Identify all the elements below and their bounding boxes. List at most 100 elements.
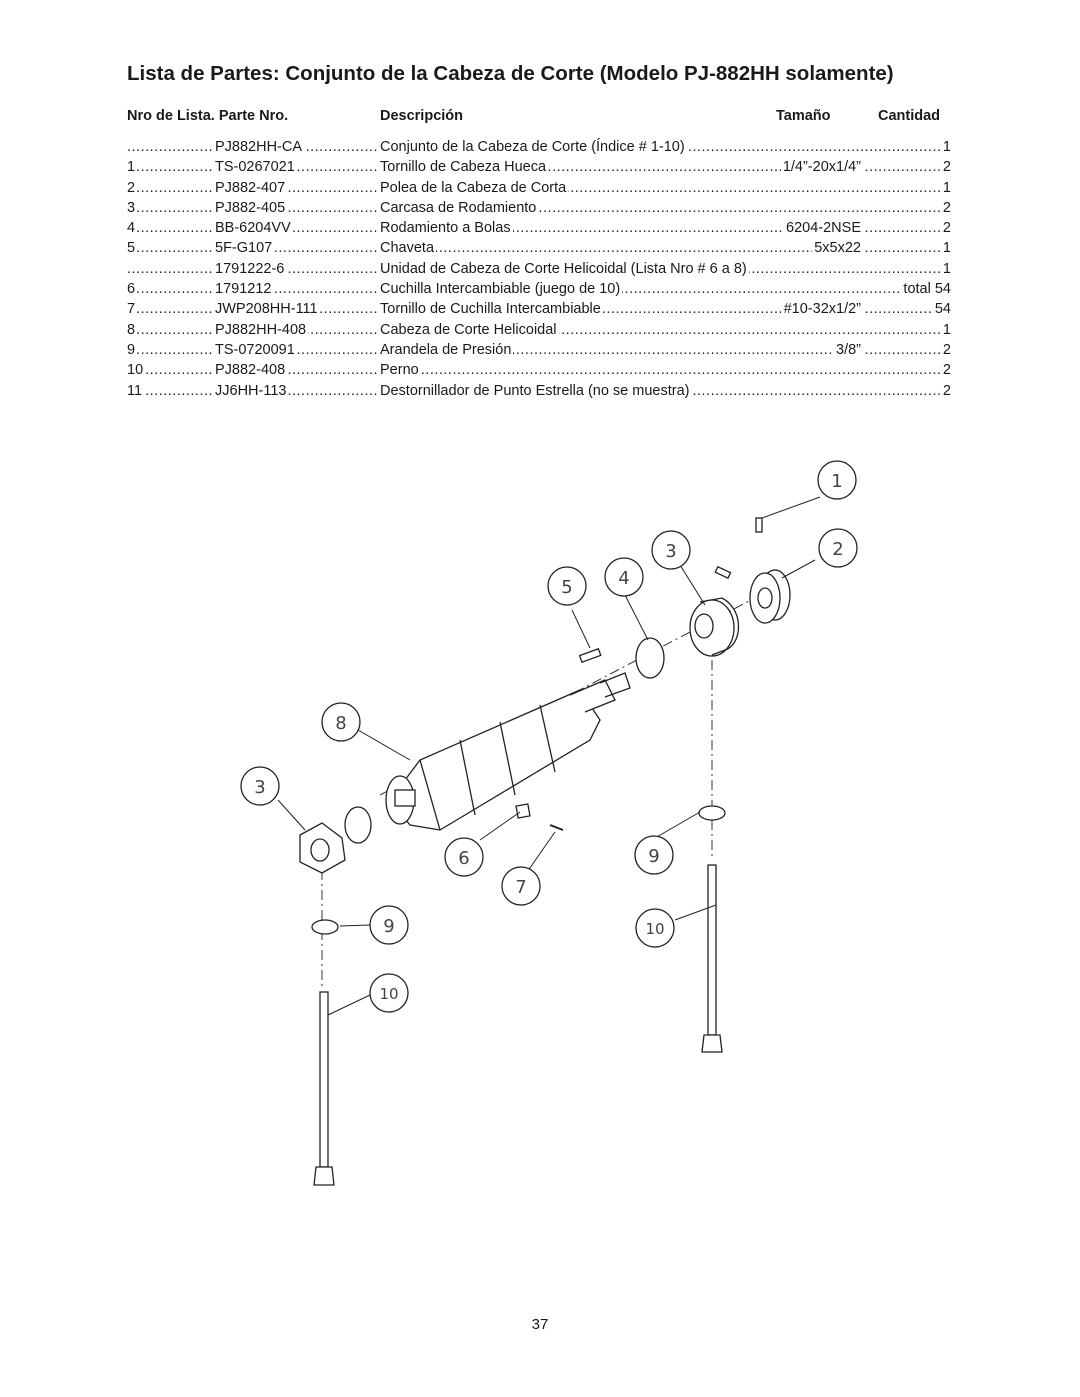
part-description: Arandela de Presión	[380, 339, 514, 361]
header-list-part: Nro de Lista. Parte Nro.	[127, 108, 289, 124]
part-description: Destornillador de Punto Estrella (no se …	[380, 380, 692, 401]
callout-9-right: 9	[648, 846, 659, 867]
table-row: 9 TS-0720091 Arandela de Presión 3/8” 2	[127, 339, 953, 361]
item-number: 9	[127, 339, 138, 361]
part-quantity: 2	[940, 157, 953, 178]
part-number: PJ882-405	[215, 197, 288, 219]
exploded-diagram: 1 2 3 4 5 8 3 6 7 9 9 10 10	[240, 460, 858, 1186]
item-number: 11	[127, 380, 145, 401]
table-row: 1 TS-0267021 Tornillo de Cabeza Hueca 1/4”-…	[127, 157, 953, 178]
part-quantity: 1	[940, 258, 953, 280]
part-description: Cabeza de Corte Helicoidal	[380, 319, 559, 340]
item-number: 8	[127, 319, 138, 340]
item-number: 5	[127, 238, 138, 259]
part-description: Unidad de Cabeza de Corte Helicoidal (Li…	[380, 258, 749, 280]
callout-7: 7	[515, 877, 526, 898]
part-number: TS-0267021	[215, 157, 297, 178]
part-number: 1791212	[215, 279, 274, 300]
part-number: BB-6204VV	[215, 218, 293, 239]
part-number: PJ882-408	[215, 360, 288, 381]
part-quantity: 1	[940, 177, 953, 198]
part-description: Perno	[380, 360, 421, 381]
leader-dots	[127, 218, 213, 238]
part-description: Polea de la Cabeza de Corta	[380, 177, 569, 198]
insert-knife	[515, 803, 531, 819]
page-title: Lista de Partes: Conjunto de la Cabeza d…	[127, 62, 894, 85]
leader-dots	[127, 279, 213, 299]
callout-3-upper: 3	[665, 541, 676, 562]
leader-dots	[127, 198, 213, 218]
part-quantity: 2	[940, 197, 953, 219]
header-size: Tamaño	[776, 108, 831, 124]
leader-dots	[127, 259, 213, 279]
table-row: 1791222-6 Unidad de Cabeza de Corte Helic…	[127, 258, 953, 280]
set-screw-b	[714, 565, 732, 579]
part-number: TS-0720091	[215, 339, 297, 361]
key-part	[578, 647, 602, 664]
callout-4: 4	[618, 568, 629, 589]
part-number: 1791222-6	[215, 258, 287, 280]
callout-10-left: 10	[379, 985, 398, 1003]
leader-dots	[127, 320, 213, 340]
part-quantity: 1	[940, 238, 953, 259]
leader-dots	[127, 157, 213, 177]
leader-dots	[127, 137, 213, 157]
header-quantity: Cantidad	[878, 108, 941, 124]
bolt-left	[313, 991, 335, 1186]
bolt-right	[701, 864, 723, 1053]
callout-10-right: 10	[645, 920, 664, 938]
callout-8: 8	[335, 713, 346, 734]
table-row: 3 PJ882-405 Carcasa de Rodamiento 2	[127, 197, 953, 219]
cutterhead-part	[385, 672, 631, 831]
part-number: PJ882HH-CA	[215, 137, 305, 158]
leader-dots	[127, 299, 213, 319]
item-number: 6	[127, 279, 138, 300]
part-quantity: total 54	[901, 279, 953, 300]
leader-dots	[380, 360, 945, 380]
callout-2: 2	[832, 539, 843, 560]
part-quantity: 2	[940, 360, 953, 381]
callout-1: 1	[831, 471, 842, 492]
leader-dots	[127, 238, 213, 258]
page-number: 37	[531, 1316, 549, 1333]
part-size: 1/4”-20x1/4”	[780, 157, 863, 178]
header-description: Descripción	[380, 108, 463, 124]
callout-3-lower: 3	[254, 777, 265, 798]
part-description: Chaveta	[380, 238, 437, 259]
part-quantity: 1	[940, 319, 953, 340]
item-number: 3	[127, 197, 138, 219]
part-quantity: 2	[940, 339, 953, 361]
part-size: 6204-2NSE	[784, 218, 863, 239]
ball-bearing-upper	[635, 637, 665, 679]
part-description: Tornillo de Cabeza Hueca	[380, 157, 549, 178]
part-quantity: 2	[940, 218, 953, 239]
part-size: #10-32x1/2”	[781, 299, 863, 320]
part-quantity: 2	[940, 380, 953, 401]
part-size: 5x5x22	[812, 238, 863, 259]
part-description: Cuchilla Intercambiable (juego de 10)	[380, 279, 623, 300]
part-size: 3/8”	[834, 339, 863, 361]
part-description: Carcasa de Rodamiento	[380, 197, 539, 219]
pulley-part	[749, 569, 791, 624]
knife-screw	[549, 824, 564, 831]
item-number: 1	[127, 157, 138, 178]
table-row: 6 1791212 Cuchilla Intercambiable (juego d…	[127, 279, 953, 300]
leader-dots	[127, 178, 213, 198]
item-number: 2	[127, 177, 138, 198]
part-quantity: 1	[940, 137, 953, 158]
part-description: Tornillo de Cuchilla Intercambiable	[380, 299, 603, 320]
bearing-housing-upper	[689, 597, 739, 657]
callout-5: 5	[561, 577, 572, 598]
item-number: 7	[127, 299, 138, 320]
callout-9-left: 9	[383, 916, 394, 937]
lock-washer-upper	[698, 805, 726, 821]
item-number: 4	[127, 218, 138, 239]
part-quantity: 54	[932, 299, 953, 320]
